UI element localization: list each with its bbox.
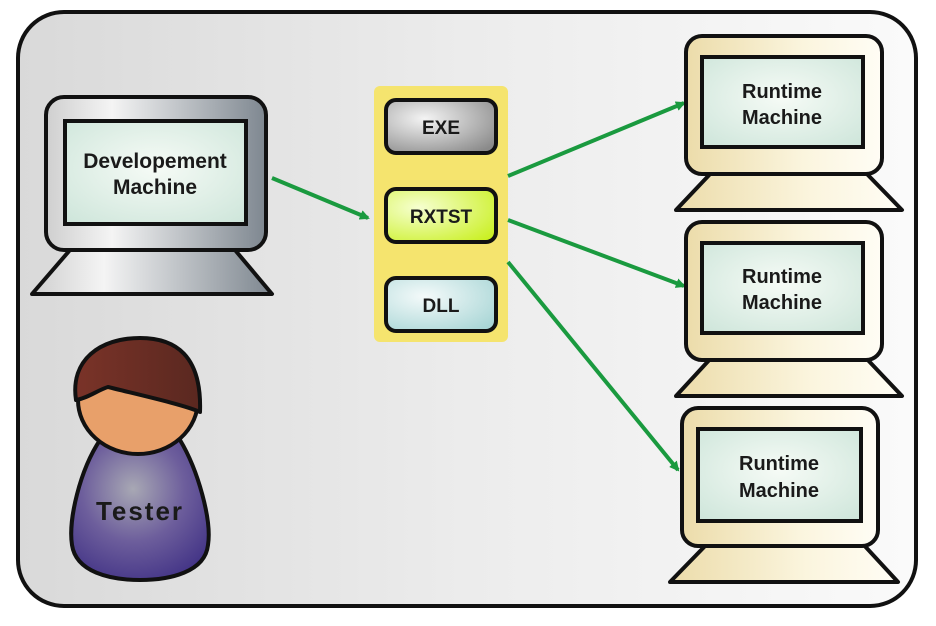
runtime-machine-3: Runtime Machine [668,406,900,584]
runtime-machine-1-base [674,170,904,212]
dll-label: DLL [423,296,460,317]
arrow-package-to-runtime-1 [507,101,686,178]
runtime-machine-1: Runtime Machine [674,34,904,212]
arrow-package-to-runtime-3 [506,260,680,472]
development-machine: Developement Machine [30,95,274,296]
runtime-machine-2-label-line2: Machine [742,292,822,314]
tester-hair [73,336,203,414]
tester-figure: Tester [69,336,211,582]
package-panel: EXE RXTST DLL [374,86,508,342]
rxtst-box [384,187,498,244]
arrow-dev-to-package [271,176,370,220]
development-machine-label-line1: Developement [83,150,227,173]
arrow-package-to-runtime-2 [507,218,686,288]
runtime-machine-2-screen [700,241,865,335]
exe-label: EXE [422,118,460,139]
runtime-machine-1-label-line1: Runtime [742,81,822,103]
rxtst-label: RXTST [410,207,473,228]
runtime-machine-3-label-line1: Runtime [739,453,819,475]
development-machine-screen [63,119,248,226]
runtime-machine-2-base [674,355,904,398]
dll-box [384,276,498,333]
development-machine-base [30,248,274,296]
exe-box [384,98,498,155]
development-machine-label-line2: Machine [113,176,197,199]
runtime-machine-3-base [668,541,900,584]
runtime-machine-3-screen [696,427,863,523]
tester-body [69,438,211,582]
arrows [271,101,686,472]
runtime-machine-2-label-line1: Runtime [742,266,822,288]
tester-label: Tester [96,496,184,526]
runtime-machine-2: Runtime Machine [674,220,904,398]
runtime-machine-3-label-line2: Machine [739,480,819,502]
runtime-machine-1-screen [700,55,865,149]
runtime-machine-1-label-line2: Machine [742,107,822,129]
